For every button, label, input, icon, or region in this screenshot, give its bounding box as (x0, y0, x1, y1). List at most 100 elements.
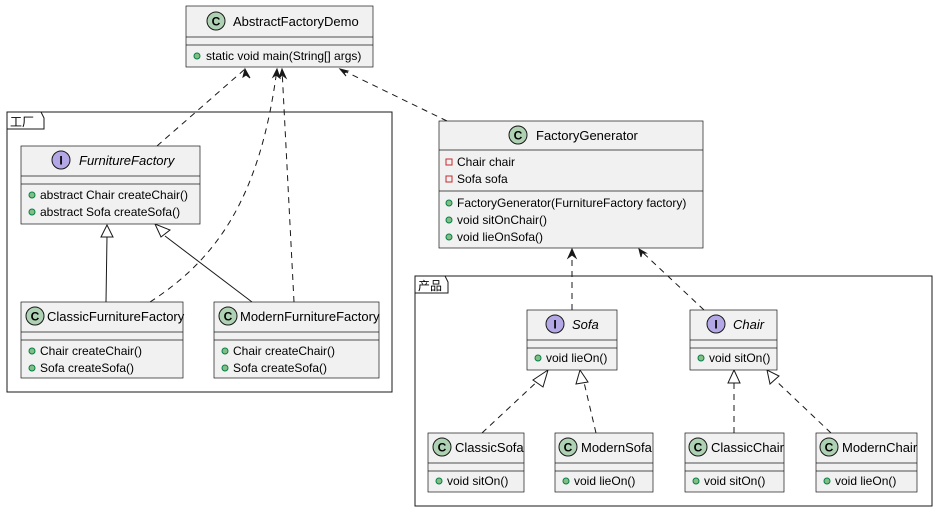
dependency-demo-modern-factory (281, 68, 295, 303)
interface-name: FurnitureFactory (79, 153, 176, 168)
class-badge-icon (432, 437, 452, 457)
public-method-icon (562, 477, 570, 485)
class-modern-furniture-factory[interactable]: C ModernFurnitureFactory Chair createCha… (213, 301, 380, 379)
interface-badge-icon (51, 150, 71, 170)
class-name: ModernSofa (581, 440, 653, 455)
class-badge-icon (206, 11, 226, 31)
interface-badge-letter: I (714, 318, 717, 332)
arrowhead-dep-3 (278, 67, 288, 80)
method-create-chair: abstract Chair createChair() (40, 188, 188, 202)
class-badge-letter: C (564, 441, 573, 455)
realization-modern-chair (772, 377, 832, 434)
class-badge-letter: C (514, 129, 523, 143)
package-product: 产品 (414, 275, 933, 507)
public-method-icon (692, 477, 700, 485)
realization-modern-factory (164, 235, 253, 303)
dependency-demo-generator (339, 68, 448, 122)
package-factory: 工厂 (6, 111, 393, 393)
class-abstract-factory-demo[interactable]: C AbstractFactoryDemo static void main(S… (185, 5, 374, 68)
public-method-icon (28, 208, 36, 216)
class-name: ClassicSofa (455, 440, 524, 455)
public-method-icon (28, 347, 36, 355)
relationship-lines (105, 68, 832, 434)
package-product-label: 产品 (418, 279, 442, 293)
public-method-icon (28, 364, 36, 372)
triangle-classic-factory (100, 223, 114, 238)
public-method-icon (445, 216, 453, 224)
class-badge-letter: C (31, 310, 40, 324)
public-method-icon (193, 52, 201, 60)
method-lie-on: void lieOn() (546, 351, 607, 365)
public-method-icon (697, 354, 705, 362)
method-create-chair: Chair createChair() (40, 344, 142, 358)
method-create-sofa: Sofa createSofa() (40, 361, 134, 375)
class-badge-letter: C (224, 310, 233, 324)
interface-furniture-factory[interactable]: I FurnitureFactory abstract Chair create… (20, 145, 201, 225)
triangle-modern-chair (766, 369, 780, 385)
class-badge-icon (819, 437, 839, 457)
interface-sofa[interactable]: I Sofa void lieOn() (526, 309, 618, 371)
class-modern-sofa[interactable]: C ModernSofa void lieOn() (554, 432, 654, 493)
triangle-modern-sofa (575, 368, 589, 385)
public-method-icon (445, 199, 453, 207)
arrowhead-dep-6 (638, 247, 648, 258)
interface-chair[interactable]: I Chair void sitOn() (689, 309, 778, 371)
dependency-demo-furniture-factory (156, 68, 246, 147)
class-badge-icon (688, 437, 708, 457)
public-method-icon (445, 233, 453, 241)
interface-badge-letter: I (59, 154, 62, 168)
public-method-icon (534, 354, 542, 362)
class-badge-icon (25, 306, 45, 326)
interface-badge-icon (706, 314, 726, 334)
dependency-generator-chair (638, 248, 705, 311)
arrowhead-dep-4 (338, 68, 350, 77)
arrowheads (100, 67, 780, 388)
class-name: AbstractFactoryDemo (233, 14, 359, 29)
class-badge-letter: C (694, 441, 703, 455)
method-lie-on-sofa: void lieOnSofa() (457, 230, 543, 244)
interface-badge-letter: I (553, 318, 556, 332)
interface-name: Chair (733, 317, 765, 332)
interface-name: Sofa (572, 317, 599, 332)
public-method-icon (221, 364, 229, 372)
arrowhead-dep-2 (271, 67, 281, 80)
public-method-icon (435, 477, 443, 485)
package-factory-label: 工厂 (10, 115, 34, 129)
public-method-icon (221, 347, 229, 355)
method-lie-on: void lieOn() (835, 474, 896, 488)
field-sofa: Sofa sofa (457, 172, 508, 186)
realization-classic-sofa (481, 377, 542, 434)
private-field-icon (445, 158, 453, 166)
method-sit-on-chair: void sitOnChair() (457, 213, 547, 227)
method-sit-on: void sitOn() (447, 474, 508, 488)
triangle-classic-sofa (532, 368, 549, 388)
realization-modern-sofa (582, 377, 597, 434)
private-field-icon (445, 175, 453, 183)
method-constructor: FactoryGenerator(FurnitureFactory factor… (457, 196, 686, 210)
arrowhead-dep-1 (242, 67, 251, 79)
method-lie-on: void lieOn() (574, 474, 635, 488)
public-method-icon (28, 191, 36, 199)
class-badge-letter: C (825, 441, 834, 455)
method-sit-on: void sitOn() (704, 474, 765, 488)
class-name: ClassicFurnitureFactory (47, 309, 185, 324)
method-create-sofa: Sofa createSofa() (233, 361, 327, 375)
method-create-chair: Chair createChair() (233, 344, 335, 358)
class-classic-chair[interactable]: C ClassicChair void sitOn() (684, 432, 785, 493)
realization-classic-factory (105, 235, 108, 303)
class-classic-sofa[interactable]: C ClassicSofa void sitOn() (427, 432, 524, 493)
class-badge-icon (558, 437, 578, 457)
field-chair: Chair chair (457, 155, 515, 169)
class-name: ClassicChair (711, 440, 785, 455)
class-factory-generator[interactable]: C FactoryGenerator Chair chair Sofa sofa… (438, 120, 704, 249)
triangle-classic-chair (727, 368, 741, 384)
method-create-sofa: abstract Sofa createSofa() (40, 205, 180, 219)
class-name: ModernFurnitureFactory (240, 309, 380, 324)
public-method-icon (823, 477, 831, 485)
class-name: ModernChair (842, 440, 918, 455)
class-modern-chair[interactable]: C ModernChair void lieOn() (815, 432, 918, 493)
method-sit-on: void sitOn() (709, 351, 770, 365)
class-classic-furniture-factory[interactable]: C ClassicFurnitureFactory Chair createCh… (20, 301, 185, 379)
triangle-modern-factory (154, 223, 171, 238)
